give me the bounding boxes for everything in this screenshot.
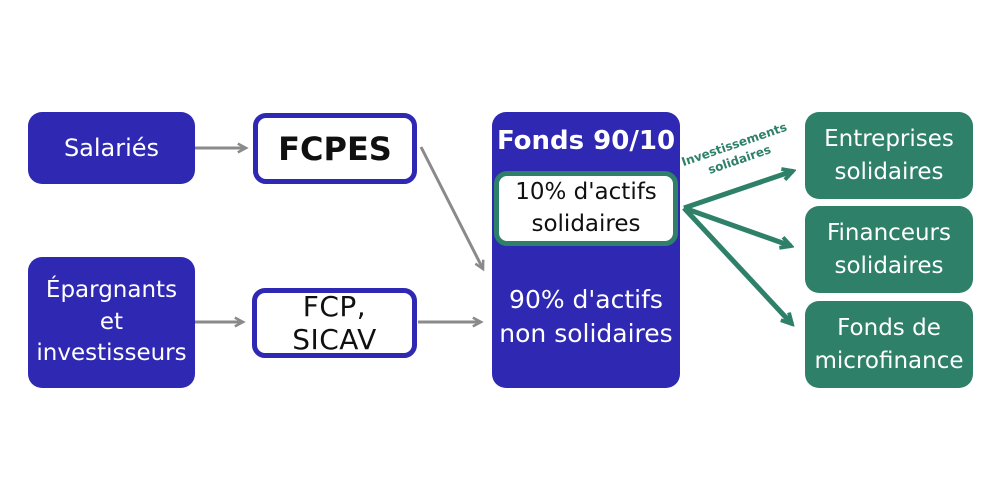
fonds-90-10-box: Fonds 90/10 10% d'actifs solidaires 90% …: [492, 112, 680, 388]
epargnants-label-line3: investisseurs: [36, 340, 187, 367]
arrow-solidaire-to-entreprises: [683, 171, 793, 211]
financeurs-line1: Financeurs: [826, 220, 951, 247]
salaries-box: Salariés: [28, 112, 195, 184]
salaries-label: Salariés: [63, 134, 160, 162]
arrow-fcpes-to-fonds: [419, 146, 483, 269]
entreprises-line1: Entreprises: [824, 126, 954, 153]
entreprises-line2: solidaires: [834, 158, 944, 185]
actifs-solidaires-line1: 10% d'actifs: [515, 179, 657, 206]
fcpes-box: FCPES: [253, 113, 417, 184]
epargnants-label-line2: et: [99, 308, 124, 335]
financeurs-solidaires-box: Financeurs solidaires: [805, 206, 973, 293]
fonds-90-10-title: Fonds 90/10: [496, 126, 676, 156]
actifs-solidaires-box: 10% d'actifs solidaires: [494, 171, 678, 246]
fonds-microfinance-box: Fonds de microfinance: [805, 301, 973, 388]
microfinance-line2: microfinance: [814, 347, 964, 374]
actifs-non-solidaires-line2: non solidaires: [499, 319, 673, 348]
actifs-non-solidaires-label: 90% d'actifs non solidaires: [492, 246, 680, 388]
actifs-non-solidaires-line1: 90% d'actifs: [509, 285, 663, 314]
fcp-sicav-box: FCP, SICAV: [252, 288, 417, 358]
epargnants-label-line1: Épargnants: [45, 276, 178, 303]
entreprises-solidaires-box: Entreprises solidaires: [805, 112, 973, 199]
fcp-sicav-label: FCP, SICAV: [292, 290, 377, 356]
arrow-solidaire-to-financeurs: [683, 205, 791, 246]
arrow-solidaire-to-microfinance: [682, 206, 792, 324]
fcpes-label: FCPES: [278, 129, 392, 168]
actifs-solidaires-line2: solidaires: [531, 210, 641, 237]
financeurs-line2: solidaires: [834, 252, 944, 279]
microfinance-line1: Fonds de: [837, 315, 941, 342]
epargnants-box: Épargnants et investisseurs: [28, 257, 195, 388]
